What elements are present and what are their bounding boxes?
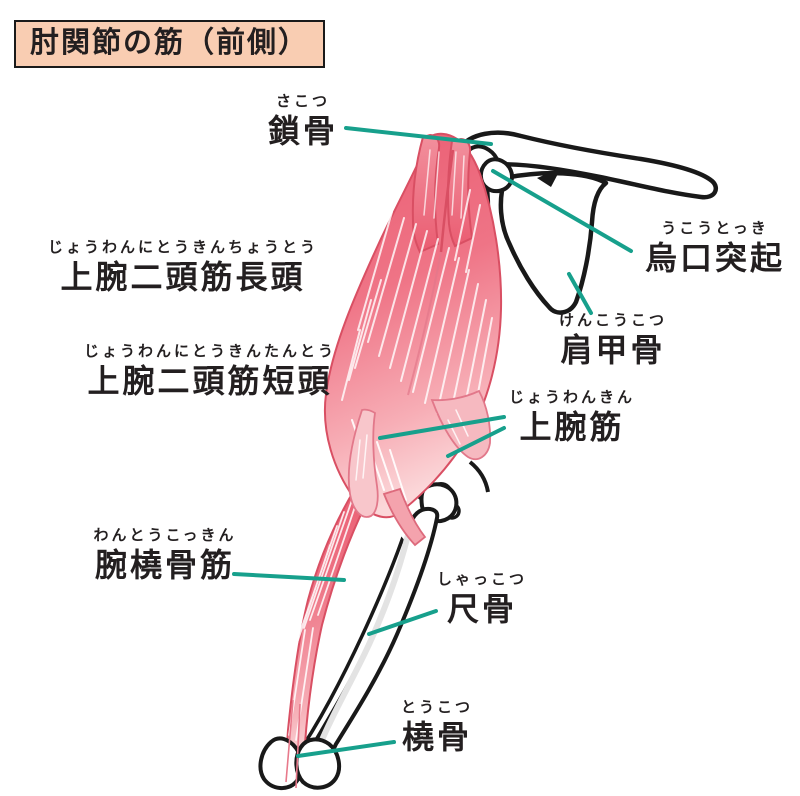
elbow-bones [307,460,490,772]
furigana-biceps-short-head: じょうわんにとうきんたんとう [83,342,336,360]
leader-radius [296,740,396,758]
label-biceps-long-head: じょうわんにとうきんちょうとう 上腕二頭筋長頭 [33,238,333,297]
label-radius: とうこつ 橈骨 [377,698,497,757]
brachioradialis-fibers [288,491,361,741]
wrist-bones [258,736,342,790]
leader-brachialis-a [378,415,506,440]
brachialis-medial [347,408,379,518]
label-ulna: しゃっこつ 尺骨 [422,570,542,629]
furigana-clavicle: さこつ [275,92,330,110]
page-title: 肘関節の筋（前側） [14,20,326,69]
label-clavicle: さこつ 鎖骨 [243,92,363,151]
scapula-bone [498,170,609,315]
biceps-head-cleft [439,149,455,253]
label-brachialis: じょうわんきん 上腕筋 [492,388,652,447]
furigana-radius: とうこつ [400,698,473,716]
leader-scapula [567,272,593,315]
term-brachioradialis: 腕橈骨筋 [94,545,235,584]
term-radius: 橈骨 [401,717,472,756]
term-brachialis: 上腕筋 [519,407,625,446]
furigana-brachialis: じょうわんきん [508,388,635,406]
label-brachioradialis: わんとうこっきん 腕橈骨筋 [85,526,245,585]
biceps-distal-tendon [382,487,427,547]
biceps-inner-boundary [407,251,442,396]
furigana-scapula: けんこうこつ [558,311,667,329]
furigana-ulna: しゃっこつ [436,570,527,588]
wrist-tendon-lines [285,699,301,789]
clavicle-bone [455,130,718,200]
label-coracoid-process: うこうとっき 烏口突起 [635,219,795,278]
furigana-biceps-long-head: じょうわんにとうきんちょうとう [47,238,318,256]
ulna-shading [319,534,411,742]
term-ulna: 尺骨 [446,589,517,628]
furigana-coracoid-process: うこうとっき [661,219,769,237]
humerus-distal-outline [468,460,490,493]
label-scapula: けんこうこつ 肩甲骨 [533,311,693,370]
scapula-spine-wedge [537,168,561,187]
leader-brachioradialis [232,572,346,582]
term-biceps-long-head: 上腕二頭筋長頭 [60,257,306,296]
biceps-fibers [341,189,493,437]
term-clavicle: 鎖骨 [267,111,338,150]
leader-clavicle [344,126,493,146]
leader-lines [232,126,633,758]
leader-brachialis-b [446,426,506,458]
tendon-streaks [423,149,465,219]
furigana-brachioradialis: わんとうこっきん [93,526,237,544]
leader-coracoid [491,169,633,253]
leader-ulna [367,609,438,636]
term-coracoid-process: 烏口突起 [644,238,785,277]
label-biceps-short-head: じょうわんにとうきんたんとう 上腕二頭筋短頭 [60,342,360,401]
term-scapula: 肩甲骨 [560,330,666,369]
ulna-distal-end [294,737,342,790]
term-biceps-short-head: 上腕二頭筋短頭 [87,361,333,400]
